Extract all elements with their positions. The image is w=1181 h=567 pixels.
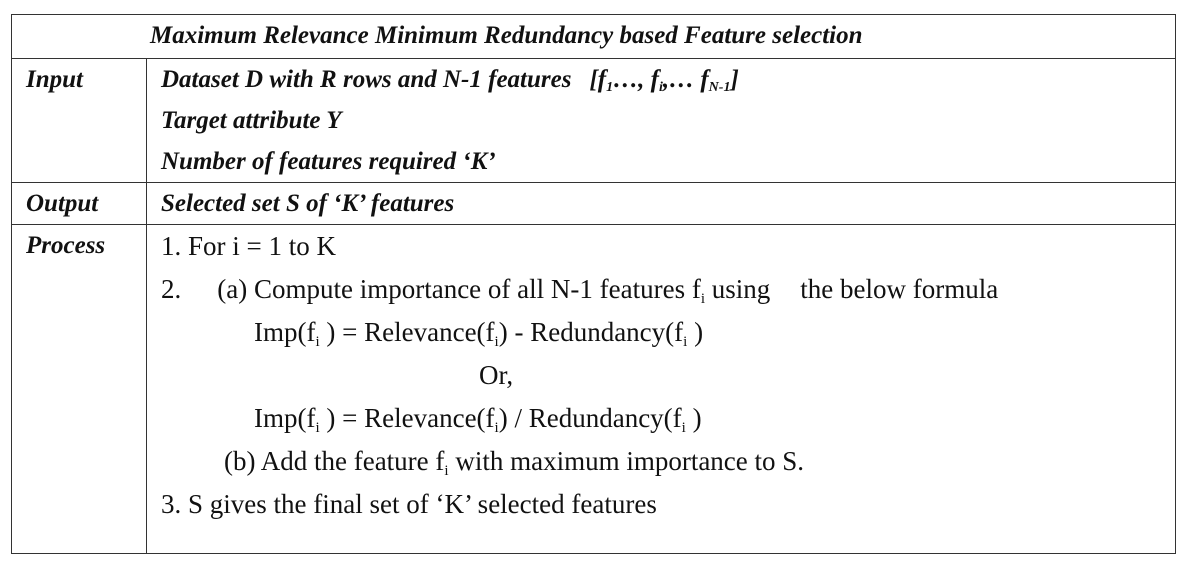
formula2-redundancy: ) / Redundancy(f: [498, 403, 682, 433]
output-label: Output: [26, 190, 99, 217]
step-2a-text: (a) Compute importance of all N-1 featur…: [217, 274, 701, 304]
feature-set-mid2: ,… f: [662, 66, 709, 93]
formula-difference: Imp(fi ) = Relevance(fi) - Redundancy(fi…: [161, 311, 1175, 354]
process-row: Process 1. For i = 1 to K 2. (a) Compute …: [11, 224, 1176, 554]
formula1-relevance: ) = Relevance(f: [319, 317, 495, 347]
process-step-2b: (b) Add the feature fi with maximum impo…: [161, 440, 1175, 483]
process-label: Process: [26, 232, 106, 259]
feature-sub-i: i: [658, 80, 663, 95]
formula1-sub2: i: [494, 334, 499, 350]
process-step-2a: 2. (a) Compute importance of all N-1 feat…: [161, 268, 1175, 311]
formula2-end: ): [685, 403, 702, 433]
output-content-cell: Selected set S of ‘K’ features: [146, 182, 1176, 225]
input-line-target: Target attribute Y: [161, 107, 342, 134]
step-2-number: 2.: [161, 274, 182, 304]
step-2a-tail: using: [704, 274, 771, 304]
formula1-end: ): [687, 317, 704, 347]
feature-set-open: [f: [589, 66, 607, 93]
input-label: Input: [26, 66, 83, 93]
formula2-imp: Imp(f: [254, 403, 316, 433]
title-row: Maximum Relevance Minimum Redundancy bas…: [11, 14, 1176, 59]
table-title: Maximum Relevance Minimum Redundancy bas…: [150, 22, 863, 49]
process-step-1: 1. For i = 1 to K: [161, 231, 336, 261]
formula1-sub3: i: [683, 334, 688, 350]
input-content-cell: Dataset D with R rows and N-1 features [f…: [146, 58, 1176, 183]
output-label-cell: Output: [11, 182, 147, 225]
feature-sub-n: N-1: [708, 80, 731, 95]
step-2b-sub: i: [444, 463, 449, 479]
formula-or: Or,: [479, 360, 514, 390]
formula1-imp: Imp(f: [254, 317, 316, 347]
step-2b-tail: with maximum importance to S.: [448, 446, 805, 476]
output-row: Output Selected set S of ‘K’ features: [11, 182, 1176, 225]
input-line-k: Number of features required ‘K’: [161, 148, 496, 175]
process-content-cell: 1. For i = 1 to K 2. (a) Compute importan…: [146, 224, 1176, 554]
input-line-dataset: Dataset D with R rows and N-1 features [f…: [161, 59, 1175, 100]
formula2-sub2: i: [494, 420, 499, 436]
feature-set-close: ]: [730, 66, 739, 93]
feature-set-mid1: …, f: [613, 66, 659, 93]
process-label-cell: Process: [11, 224, 147, 554]
step-2a-end: the below formula: [800, 274, 999, 304]
output-text: Selected set S of ‘K’ features: [161, 190, 455, 217]
step-2a-sub: i: [700, 291, 705, 307]
title-cell: Maximum Relevance Minimum Redundancy bas…: [11, 14, 1176, 59]
formula2-relevance: ) = Relevance(f: [319, 403, 495, 433]
formula2-sub3: i: [681, 420, 686, 436]
formula1-redundancy: ) - Redundancy(f: [498, 317, 684, 347]
formula2-sub1: i: [315, 420, 320, 436]
step-2b-text: (b) Add the feature f: [224, 446, 445, 476]
input-row: Input Dataset D with R rows and N-1 feat…: [11, 58, 1176, 183]
formula-ratio: Imp(fi ) = Relevance(fi) / Redundancy(fi…: [161, 397, 1175, 440]
process-step-3: 3. S gives the final set of ‘K’ selected…: [161, 489, 657, 519]
input-dataset-text: Dataset D with R rows and N-1 features: [161, 66, 572, 93]
feature-sub-1: 1: [606, 80, 614, 95]
formula1-sub1: i: [315, 334, 320, 350]
algorithm-table: Maximum Relevance Minimum Redundancy bas…: [11, 14, 1176, 554]
input-label-cell: Input: [11, 58, 147, 183]
